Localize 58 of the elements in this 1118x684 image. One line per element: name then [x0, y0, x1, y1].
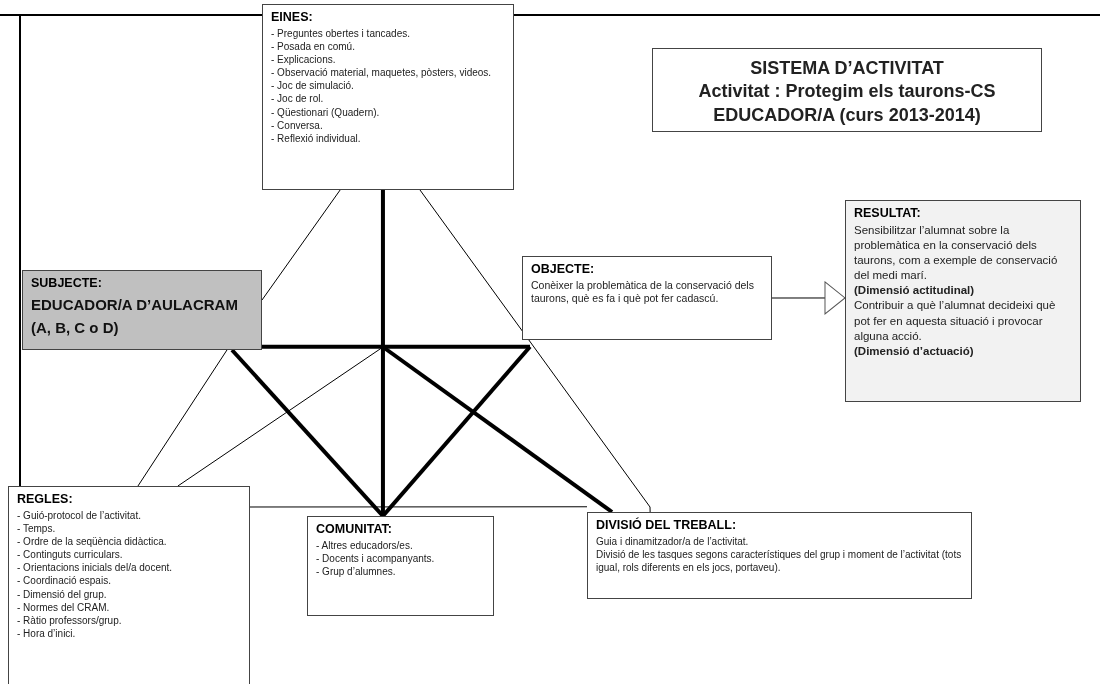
connector-line: [419, 189, 651, 513]
body-text: (Dimensió actitudinal): [854, 283, 976, 299]
list-item: - Grup d’alumnes.: [316, 564, 397, 579]
box-heading: DIVISIÓ DEL TREBALL:: [596, 517, 738, 534]
title-text: SISTEMA D’ACTIVITAT: [749, 57, 945, 80]
list-item: - Explicacions.: [271, 52, 337, 67]
list-item: - Preguntes obertes i tancades.: [271, 26, 411, 40]
list-item: - Docents i acompanyants.: [316, 551, 436, 565]
connector-line: [261, 189, 341, 301]
result-box: [845, 200, 1081, 402]
connector-line: [380, 190, 385, 516]
object-box: [522, 256, 772, 340]
list-item: - Continguts curriculars.: [17, 548, 124, 562]
list-item: - Ordre de la seqüència didàctica.: [17, 534, 168, 549]
block-arrow: [771, 281, 846, 315]
box-heading: RESULTAT:: [854, 205, 922, 222]
box-heading: EINES:: [271, 9, 314, 26]
list-item: - Reflexió individual.: [271, 132, 362, 146]
list-item: - Posada en comú.: [271, 39, 356, 53]
list-item: - Conversa.: [271, 118, 324, 132]
rules-box: [8, 486, 250, 684]
title-text: Activitat : Protegim els taurons-CS: [697, 80, 997, 104]
box-heading: OBJECTE:: [531, 261, 596, 278]
division-box: [587, 512, 972, 599]
title-box: [652, 48, 1042, 133]
connector-line: [381, 345, 532, 518]
box-heading: REGLES:: [17, 491, 74, 508]
list-item: - Altres educadors/es.: [316, 538, 414, 552]
subject-box: [22, 270, 262, 350]
list-item: - Joc de rol.: [271, 92, 325, 106]
box-heading: SUBJECTE:: [31, 275, 103, 292]
body-text: Conèixer la problemàtica de la conservació dels taurons, què es fa i què pot fer cadascú.: [531, 278, 755, 307]
connector-line: [177, 346, 384, 487]
body-text: Sensibilitzar l’alumnat sobre la problemàtica en la conservació dels taurons, com a exemple de conservació del medi marí.: [854, 222, 1059, 283]
title-text: EDUCADOR/A (curs 2013-2014): [712, 103, 982, 127]
list-item: - Guió-protocol de l’activitat.: [17, 508, 142, 522]
body-text: Contribuir a què l’alumnat decideixi què pot fer en aquesta situació i provocar alguna acció.: [854, 298, 1057, 344]
connector-line: [381, 345, 614, 514]
list-item: - Temps.: [17, 521, 57, 535]
community-box: [307, 516, 494, 616]
connector-line: [262, 344, 530, 349]
list-item: - Orientacions inicials del/a docent.: [17, 561, 174, 575]
list-item: - Hora d’inici.: [17, 627, 77, 641]
box-heading: COMUNITAT:: [316, 521, 393, 538]
body-text: (Dimensió d’actuació): [854, 343, 975, 359]
list-item: - Observació material, maquetes, pòsters, videos.: [271, 66, 493, 80]
list-item: - Normes del CRAM.: [17, 600, 111, 614]
list-item: - Joc de simulació.: [271, 79, 355, 93]
connector-line: [249, 506, 588, 508]
list-item: - Ràtio professors/grup.: [17, 614, 123, 628]
list-item: - Coordinació espais.: [17, 574, 112, 588]
list-item: - Dimensió del grup.: [17, 587, 108, 601]
list-item: - Qüestionari (Quadern).: [271, 105, 381, 119]
tools-box: [262, 4, 514, 190]
body-text: Guia i dinamitzador/a de l’activitat.: [596, 534, 750, 548]
connector-line: [137, 349, 228, 487]
subject-name: EDUCADOR/A D’AULACRAM (A, B, C o D): [31, 294, 239, 338]
body-text: Divisió de les tasques segons característiques del grup i moment de l’activitat (tots igual, rols diferents en els jocs, portaveu).: [596, 547, 963, 575]
